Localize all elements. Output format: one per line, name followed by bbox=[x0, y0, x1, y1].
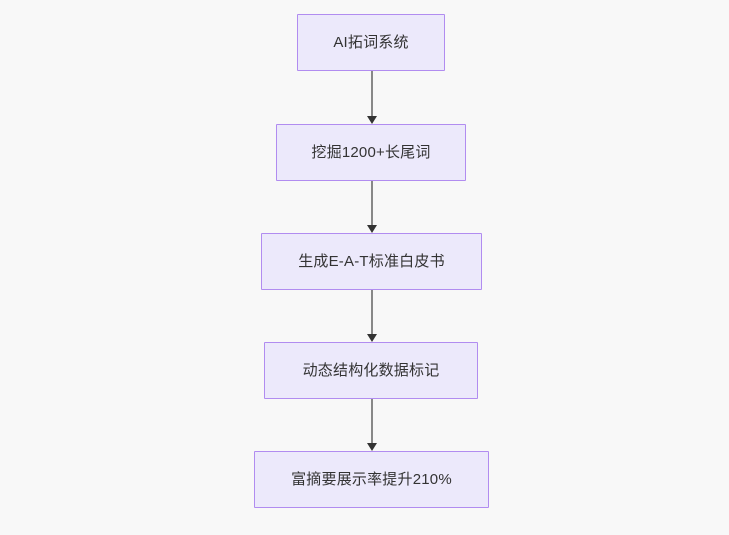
flow-arrowhead-icon bbox=[367, 443, 377, 451]
flow-node-ai-keyword-system[interactable]: AI拓词系统 bbox=[297, 14, 445, 71]
flow-node-rich-snippet-rate-increase[interactable]: 富摘要展示率提升210% bbox=[254, 451, 489, 508]
flow-node-label: 动态结构化数据标记 bbox=[302, 361, 440, 379]
flow-node-label: 富摘要展示率提升210% bbox=[291, 470, 452, 488]
flow-arrowhead-icon bbox=[367, 116, 377, 124]
flow-node-generate-eat-whitepaper[interactable]: 生成E-A-T标准白皮书 bbox=[261, 233, 482, 290]
flow-arrowhead-icon bbox=[367, 334, 377, 342]
flow-node-mine-longtail-keywords[interactable]: 挖掘1200+长尾词 bbox=[276, 124, 466, 181]
flow-arrowhead-icon bbox=[367, 225, 377, 233]
flow-edge-line bbox=[371, 181, 373, 225]
flow-edge-line bbox=[371, 399, 373, 443]
flow-node-label: 挖掘1200+长尾词 bbox=[311, 143, 431, 161]
flow-node-dynamic-structured-data-markup[interactable]: 动态结构化数据标记 bbox=[264, 342, 478, 399]
flow-edge-line bbox=[371, 71, 373, 116]
flow-node-label: AI拓词系统 bbox=[333, 33, 409, 51]
flow-node-label: 生成E-A-T标准白皮书 bbox=[298, 252, 445, 270]
flow-edge-line bbox=[371, 290, 373, 334]
